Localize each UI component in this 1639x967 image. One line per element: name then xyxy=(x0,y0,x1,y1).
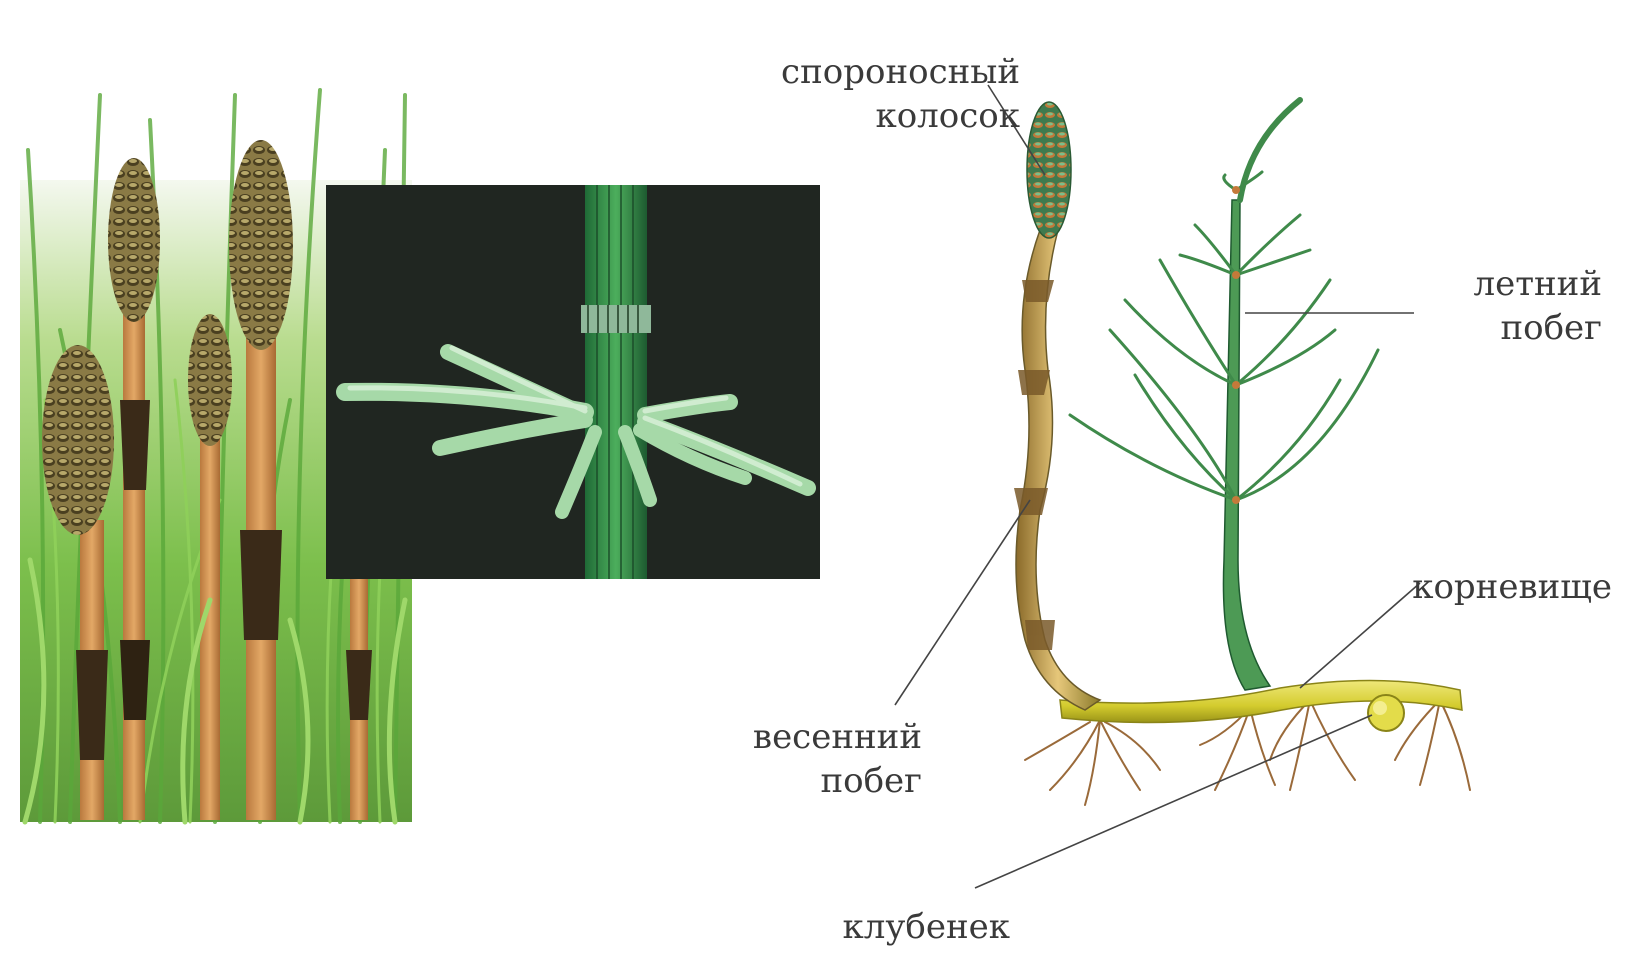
plant-diagram xyxy=(1014,100,1470,805)
label-spore-cone-line2: колосок xyxy=(700,94,1020,138)
leader-spring xyxy=(895,500,1030,705)
leader-tuber xyxy=(975,715,1372,888)
label-spring-shoot-line1: весенний xyxy=(700,715,922,759)
label-spore-cone-line1: спороносный xyxy=(700,50,1020,94)
label-spring-shoot: весенний побег xyxy=(700,715,922,803)
photo-stem-node xyxy=(326,185,820,579)
label-summer-shoot: летний побег xyxy=(1380,262,1602,350)
label-summer-shoot-line1: летний xyxy=(1380,262,1602,306)
label-spring-shoot-line2: побег xyxy=(700,759,922,803)
label-spore-cone: спороносный колосок xyxy=(700,50,1020,138)
label-rhizome: корневище xyxy=(1340,565,1612,609)
label-tuber-text: клубенек xyxy=(760,905,1010,949)
label-tuber: клубенек xyxy=(760,905,1010,949)
label-rhizome-text: корневище xyxy=(1340,565,1612,609)
label-summer-shoot-line2: побег xyxy=(1380,306,1602,350)
